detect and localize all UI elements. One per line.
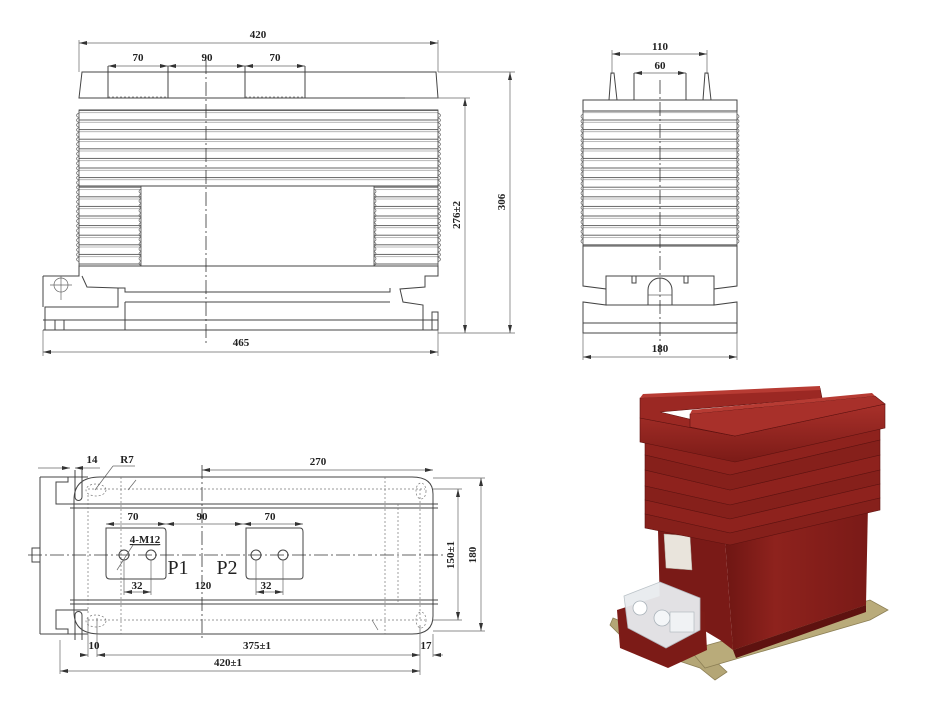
dim-bottom-corner-radius: R7 xyxy=(120,454,134,466)
dim-bottom-overall-width: 180 xyxy=(467,546,479,563)
dim-bottom-terminal-spacing: 120 xyxy=(195,580,212,592)
dim-side-terminal-spacing: 110 xyxy=(652,41,668,53)
dim-side-window-width: 60 xyxy=(655,60,667,72)
dim-bottom-hole-pitch-right: 32 xyxy=(261,580,273,592)
dim-front-overall-height: 306 xyxy=(496,193,508,210)
dim-front-window-left: 70 xyxy=(133,52,145,64)
dim-side-base-width: 180 xyxy=(652,343,669,355)
dim-bottom-half-length: 270 xyxy=(310,456,327,468)
dim-bottom-left-offset: 10 xyxy=(89,640,101,652)
dim-front-window-spacing: 90 xyxy=(202,52,214,64)
dim-bottom-mount-hole-spacing: 375±1 xyxy=(243,640,271,652)
dim-bottom-pad-left: 70 xyxy=(128,511,140,523)
dim-bottom-hole-pitch-left: 32 xyxy=(132,580,144,592)
dim-front-window-right: 70 xyxy=(270,52,282,64)
side-view: 110 60 180 xyxy=(580,41,740,360)
label-thread-callout: 4-M12 xyxy=(130,534,161,546)
product-photo xyxy=(609,386,889,681)
front-view: 420 70 90 70 xyxy=(42,29,515,356)
dim-bottom-overall-length: 420±1 xyxy=(214,657,242,669)
dim-front-base-width: 465 xyxy=(233,337,250,349)
label-terminal-p1: P1 xyxy=(167,557,188,579)
dim-bottom-slot-width: 14 xyxy=(87,454,99,466)
label-terminal-p2: P2 xyxy=(216,557,237,579)
dim-front-body-height: 276±2 xyxy=(451,200,463,229)
dim-front-overall-width: 420 xyxy=(250,29,267,41)
dim-bottom-right-offset: 17 xyxy=(421,640,433,652)
dim-bottom-mount-width: 150±1 xyxy=(445,541,457,569)
bottom-view: 14 R7 270 70 90 xyxy=(28,454,485,675)
dim-bottom-pad-right: 70 xyxy=(265,511,277,523)
